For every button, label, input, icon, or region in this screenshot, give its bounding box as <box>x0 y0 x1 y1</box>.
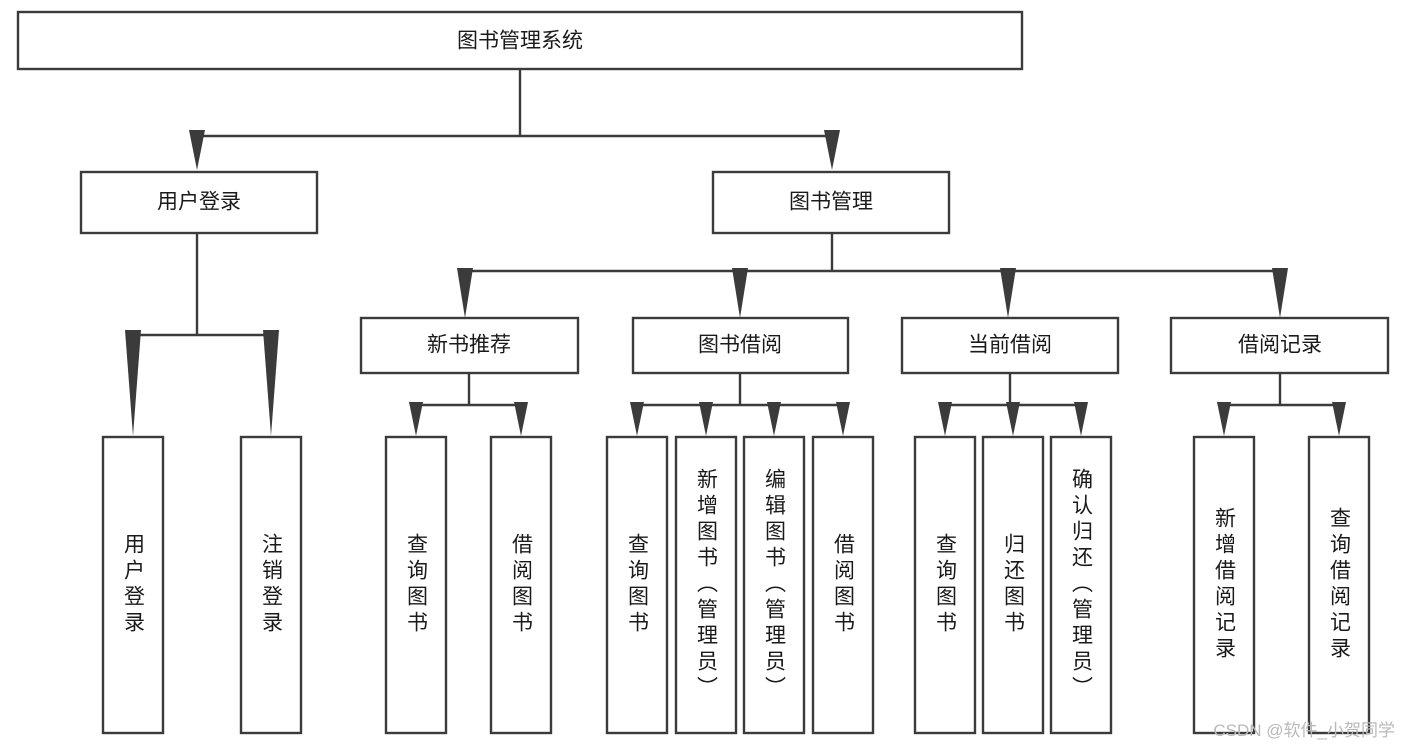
arrow-head-current-borrow <box>1000 268 1016 318</box>
arrow-head-leaf-edit-book <box>767 402 781 436</box>
node-label-new-book-recommend: 新书推荐 <box>427 334 511 357</box>
node-box-leaf-logout[interactable] <box>239 435 303 735</box>
node-box-leaf-query-record[interactable] <box>1307 435 1371 735</box>
node-box-leaf-borrow-book-2[interactable] <box>811 435 875 735</box>
node-box-leaf-return-book[interactable] <box>981 435 1045 735</box>
node-box-borrow-record[interactable] <box>1169 316 1390 375</box>
arrow-head-leaf-confirm-return <box>1074 402 1088 436</box>
node-box-leaf-add-record[interactable] <box>1192 435 1256 735</box>
connector-group-book-borrow <box>630 373 850 436</box>
connector-group-root <box>189 69 840 170</box>
node-label-current-borrow: 当前借阅 <box>968 334 1052 357</box>
node-box-new-book-recommend[interactable] <box>359 316 580 375</box>
connector-group-user-login <box>125 233 279 436</box>
node-label-book-management: 图书管理 <box>789 191 873 214</box>
arrow-head-leaf-borrow-book-1 <box>514 402 528 436</box>
connector-group-current-borrow <box>938 373 1088 436</box>
arrow-head-leaf-borrow-book-2 <box>836 402 850 436</box>
arrow-head-user-login <box>189 130 205 170</box>
node-box-current-borrow[interactable] <box>900 316 1120 375</box>
node-box-leaf-edit-book[interactable] <box>742 435 806 735</box>
connector-group-new-book-rec <box>409 373 528 436</box>
node-box-leaf-user-login[interactable] <box>101 435 165 735</box>
node-box-root[interactable] <box>16 10 1024 71</box>
arrow-head-leaf-return-book <box>1006 402 1020 436</box>
node-label-borrow-record: 借阅记录 <box>1238 334 1322 357</box>
connector-group-borrow-record <box>1217 373 1346 436</box>
arrow-head-new-book-rec <box>457 268 473 318</box>
node-label-user-login: 用户登录 <box>157 191 241 214</box>
arrow-head-leaf-query-record <box>1332 402 1346 436</box>
arrow-head-borrow-record <box>1272 268 1288 318</box>
node-box-leaf-query-book-2[interactable] <box>605 435 669 735</box>
arrow-head-leaf-add-record <box>1217 402 1231 436</box>
csdn-watermark: CSDN @软件_小贺同学 <box>1213 721 1395 740</box>
arrow-head-book-borrow <box>732 268 748 318</box>
arrow-head-book-mgmt <box>824 130 840 170</box>
arrow-head-leaf-query-book-2 <box>630 402 644 436</box>
node-box-book-management[interactable] <box>711 170 951 235</box>
node-label-root: 图书管理系统 <box>457 30 583 53</box>
arrow-head-leaf-query-book-3 <box>938 402 952 436</box>
node-box-leaf-confirm-return[interactable] <box>1049 435 1113 735</box>
arrow-head-leaf-query-book-1 <box>409 402 423 436</box>
arrow-head-leaf-add-book <box>699 402 713 436</box>
node-label-book-borrow: 图书借阅 <box>698 334 782 357</box>
node-box-book-borrow[interactable] <box>631 316 850 375</box>
node-box-leaf-query-book-3[interactable] <box>913 435 977 735</box>
node-box-user-login[interactable] <box>79 170 319 235</box>
node-box-leaf-query-book-1[interactable] <box>384 435 448 735</box>
node-box-leaf-borrow-book-1[interactable] <box>489 435 553 735</box>
connector-group-book-mgmt <box>457 233 1288 318</box>
node-box-leaf-add-book[interactable] <box>674 435 738 735</box>
